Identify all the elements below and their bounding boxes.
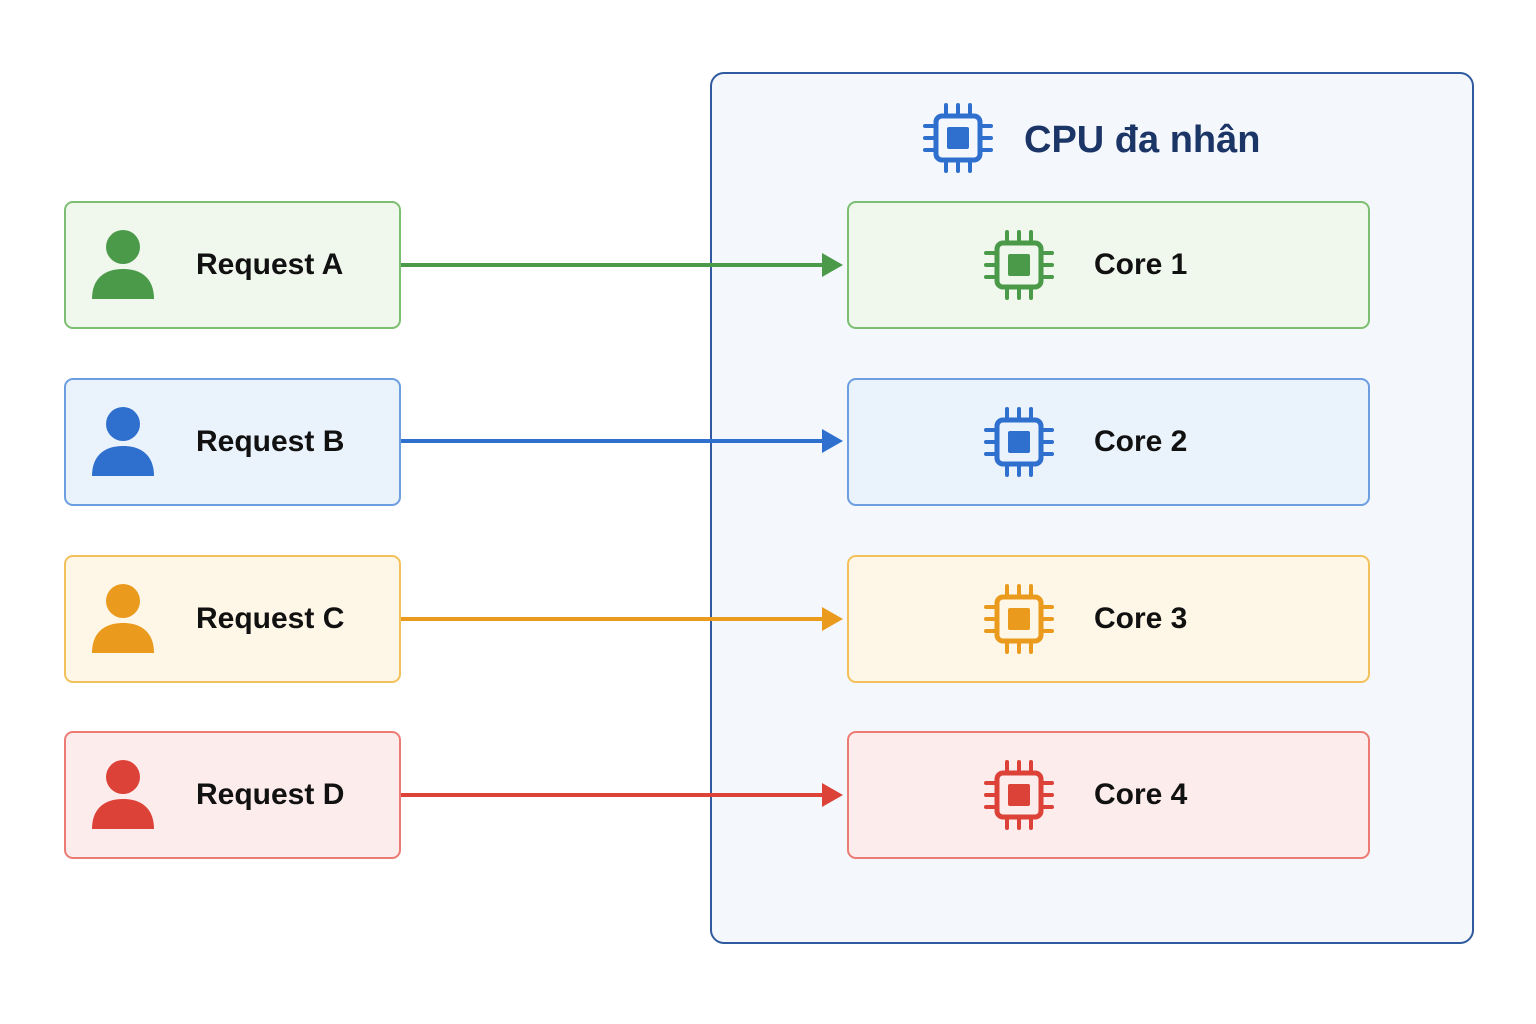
person-body xyxy=(92,799,154,829)
person-head xyxy=(106,760,140,794)
request-box-d: Request D xyxy=(64,731,401,859)
person-body xyxy=(92,269,154,299)
chip-icon xyxy=(984,584,1054,654)
person-icon xyxy=(92,230,154,299)
chip-icon xyxy=(984,760,1054,830)
request-box-b: Request B xyxy=(64,378,401,506)
chip-core xyxy=(1008,784,1030,806)
request-box-c: Request C xyxy=(64,555,401,683)
chip-icon xyxy=(923,103,993,173)
person-icon xyxy=(92,584,154,653)
person-head xyxy=(106,407,140,441)
request-label-a: Request A xyxy=(196,248,344,281)
chip-core xyxy=(947,127,969,149)
core-label-4: Core 4 xyxy=(1094,778,1188,811)
chip-icon xyxy=(984,407,1054,477)
cpu-title: CPU đa nhân xyxy=(1024,119,1261,161)
core-box-4: Core 4 xyxy=(847,731,1370,859)
core-box-3: Core 3 xyxy=(847,555,1370,683)
request-label-c: Request C xyxy=(196,602,345,635)
chip-core xyxy=(1008,254,1030,276)
request-box-a: Request A xyxy=(64,201,401,329)
person-icon xyxy=(92,760,154,829)
chip-core xyxy=(1008,431,1030,453)
person-icon xyxy=(92,407,154,476)
request-label-d: Request D xyxy=(196,778,345,811)
core-label-1: Core 1 xyxy=(1094,248,1188,281)
core-label-2: Core 2 xyxy=(1094,425,1188,458)
person-head xyxy=(106,230,140,264)
person-head xyxy=(106,584,140,618)
person-body xyxy=(92,446,154,476)
chip-icon xyxy=(984,230,1054,300)
request-label-b: Request B xyxy=(196,425,345,458)
core-label-3: Core 3 xyxy=(1094,602,1188,635)
core-box-1: Core 1 xyxy=(847,201,1370,329)
core-box-2: Core 2 xyxy=(847,378,1370,506)
person-body xyxy=(92,623,154,653)
chip-core xyxy=(1008,608,1030,630)
